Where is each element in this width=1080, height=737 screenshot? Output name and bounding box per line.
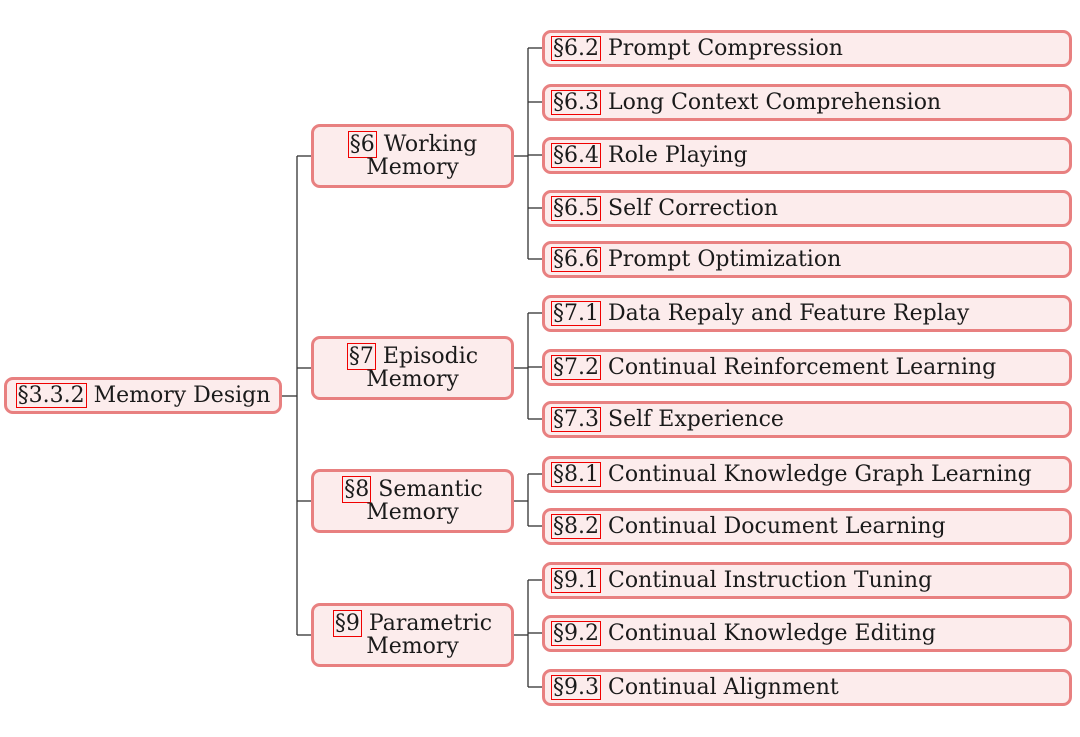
section-ref: §6.6 xyxy=(551,246,601,273)
node-label-line2: Memory xyxy=(366,155,459,180)
section-ref: §7.3 xyxy=(551,406,601,433)
section-ref: §8.2 xyxy=(551,513,601,540)
leaf-node-continual-knowledge-graph-learning: §8.1 Continual Knowledge Graph Learning xyxy=(542,456,1072,493)
leaf-label: Self Correction xyxy=(608,195,779,221)
section-ref: §6.2 xyxy=(551,35,601,62)
leaf-label: Continual Knowledge Graph Learning xyxy=(608,461,1032,487)
node-label-line2: Memory xyxy=(366,634,459,659)
branch-node-semantic-memory: §8 Semantic Memory xyxy=(311,469,514,533)
leaf-node-continual-reinforcement-learning: §7.2 Continual Reinforcement Learning xyxy=(542,349,1072,386)
leaf-node-continual-alignment: §9.3 Continual Alignment xyxy=(542,669,1072,706)
leaf-node-prompt-optimization: §6.6 Prompt Optimization xyxy=(542,241,1072,278)
section-ref: §9.3 xyxy=(551,674,601,701)
leaf-node-self-correction: §6.5 Self Correction xyxy=(542,190,1072,227)
node-label-line1: Parametric xyxy=(368,610,493,636)
leaf-label: Prompt Optimization xyxy=(608,246,842,272)
branch-node-working-memory: §6 Working Memory xyxy=(311,124,514,188)
leaf-label: Continual Instruction Tuning xyxy=(608,567,933,593)
leaf-node-long-context-comprehension: §6.3 Long Context Comprehension xyxy=(542,84,1072,121)
section-ref: §6.5 xyxy=(551,195,601,222)
section-ref: §8 xyxy=(342,475,372,503)
section-ref: §7 xyxy=(346,342,376,370)
leaf-label: Continual Document Learning xyxy=(608,513,946,539)
section-ref: §7.2 xyxy=(551,354,601,381)
section-ref: §3.3.2 xyxy=(15,382,87,409)
node-label-line1: Semantic xyxy=(378,476,483,502)
branch-node-episodic-memory: §7 Episodic Memory xyxy=(311,336,514,400)
section-ref: §8.1 xyxy=(551,461,601,488)
leaf-node-role-playing: §6.4 Role Playing xyxy=(542,137,1072,174)
leaf-label: Long Context Comprehension xyxy=(608,89,942,115)
leaf-label: Prompt Compression xyxy=(608,35,843,61)
section-ref: §9.2 xyxy=(551,620,601,647)
leaf-node-data-replay: §7.1 Data Repaly and Feature Replay xyxy=(542,295,1072,332)
leaf-node-continual-knowledge-editing: §9.2 Continual Knowledge Editing xyxy=(542,615,1072,652)
leaf-node-continual-document-learning: §8.2 Continual Document Learning xyxy=(542,508,1072,545)
leaf-label: Continual Reinforcement Learning xyxy=(608,354,997,380)
section-ref: §7.1 xyxy=(551,300,601,327)
section-ref: §9.1 xyxy=(551,567,601,594)
section-ref: §9 xyxy=(332,609,362,637)
leaf-label: Self Experience xyxy=(608,406,784,432)
branch-node-parametric-memory: §9 Parametric Memory xyxy=(311,603,514,667)
root-node-memory-design: §3.3.2 Memory Design xyxy=(4,377,282,414)
section-ref: §6.3 xyxy=(551,89,601,116)
leaf-label: Data Repaly and Feature Replay xyxy=(608,300,970,326)
node-label: Memory Design xyxy=(93,382,271,408)
leaf-label: Continual Alignment xyxy=(608,674,839,700)
node-label-line1: Working xyxy=(383,131,478,157)
leaf-node-prompt-compression: §6.2 Prompt Compression xyxy=(542,30,1072,67)
leaf-label: Role Playing xyxy=(608,142,748,168)
node-label-line1: Episodic xyxy=(382,343,479,369)
section-ref: §6.4 xyxy=(551,142,601,169)
leaf-node-self-experience: §7.3 Self Experience xyxy=(542,401,1072,438)
section-ref: §6 xyxy=(347,130,377,158)
node-label-line2: Memory xyxy=(366,500,459,525)
node-label-line2: Memory xyxy=(366,367,459,392)
leaf-label: Continual Knowledge Editing xyxy=(608,620,936,646)
leaf-node-continual-instruction-tuning: §9.1 Continual Instruction Tuning xyxy=(542,562,1072,599)
